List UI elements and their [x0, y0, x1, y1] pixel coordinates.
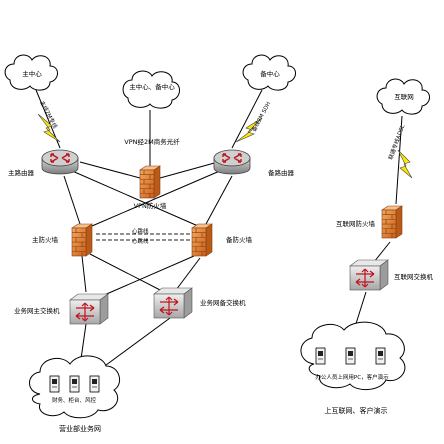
server-icon — [315, 347, 326, 365]
link-backuprouter-mainfw — [91, 169, 223, 227]
firewall-icon — [139, 165, 161, 199]
business-network-caption: 营业部业务网 — [59, 424, 101, 433]
office-network-caption: 上互联网、客户演示 — [325, 406, 388, 415]
link-backuprouter-backupfw — [205, 175, 233, 225]
link-vpnfw-backuprouter — [159, 161, 219, 179]
link-internetcloud-internetfw — [395, 115, 403, 205]
main-firewall — [71, 223, 93, 257]
cloud-icon — [376, 78, 430, 115]
server-icon — [49, 375, 60, 393]
cloud-icon — [122, 70, 180, 109]
heartbeat-label-1: 心跳线 — [132, 227, 149, 235]
vpn-link-label: VPN经2M商务光纤 — [124, 137, 180, 146]
link-backupfw-mainswitch — [101, 255, 195, 297]
lightning-bolt-icon — [37, 113, 61, 143]
internet-firewall-label: 互联网防火墙 — [336, 219, 376, 228]
main-router — [41, 149, 79, 175]
backup-firewall — [191, 223, 213, 257]
firewall-icon — [191, 223, 213, 257]
internet-switch — [349, 259, 389, 291]
heartbeat-label-2: 心跳线 — [132, 237, 149, 245]
main-switch-label: 业务网主交换机 — [14, 306, 60, 315]
link-mainrouter-mainfw — [63, 175, 81, 225]
server-icon — [375, 347, 386, 365]
cloud-main-center: 主中心 — [4, 54, 58, 91]
switch-icon — [349, 259, 389, 291]
cloud-business-network: 财务、柜台、风控 — [29, 355, 121, 419]
backup-router — [213, 149, 251, 175]
cloud-backup-center: 备中心 — [242, 54, 296, 91]
cloud-internet: 互联网 — [376, 78, 430, 115]
lightning-bolt-icon — [397, 149, 413, 179]
link-mainrouter-backupfw — [69, 169, 199, 227]
lightning-bolt-icon — [235, 117, 263, 143]
router-icon — [41, 149, 79, 175]
link-mainrouter-vpnfw — [79, 161, 141, 179]
vpn-firewall — [139, 165, 161, 199]
link-backupcloud-backuprouter — [231, 89, 263, 149]
office-pcs-label: 办公人员上网用PC，客户演示 — [315, 373, 389, 381]
backup-firewall-label: 备防火墙 — [226, 235, 253, 244]
internet-switch-label: 互联网交换机 — [394, 272, 434, 281]
cloud-internet-label: 互联网 — [394, 92, 414, 101]
server-icon — [345, 347, 356, 365]
link-mainfw-backupswitch — [89, 253, 165, 293]
cloud-main-label: 主中心 — [22, 69, 42, 78]
cloud-backup-label: 备中心 — [260, 69, 280, 78]
internet-firewall — [381, 205, 403, 239]
cloud-both-centers: 主中心、备中心 — [122, 70, 180, 109]
cloud-office-network: 办公人员上网用PC，客户演示 — [300, 321, 406, 390]
business-servers-label: 财务、柜台、风控 — [52, 396, 97, 404]
firewall-icon — [71, 223, 93, 257]
link-backupswitch-bizcloud — [101, 317, 171, 369]
switch-icon — [153, 287, 193, 319]
backup-switch-label: 业务网备交换机 — [200, 298, 246, 307]
cloud-both-label: 主中心、备中心 — [129, 82, 175, 91]
backup-router-label: 备路由器 — [268, 168, 295, 177]
backup-link-label: 备线2M SDH — [250, 100, 272, 133]
main-switch — [69, 293, 109, 325]
link-mainfw-mainswitch — [81, 255, 87, 293]
switch-icon — [69, 293, 109, 325]
link-internetfw-internetswitch — [373, 241, 391, 263]
backup-switch — [153, 287, 193, 319]
internet-link-label: 联通专线ADSL — [386, 123, 406, 161]
vpn-firewall-label: VPN防火墙 — [134, 201, 167, 210]
cloud-icon — [242, 54, 296, 91]
main-router-label: 主路由器 — [8, 168, 35, 177]
main-firewall-label: 主防火墙 — [32, 235, 59, 244]
cloud-icon — [4, 54, 58, 91]
router-icon — [213, 149, 251, 175]
server-icon — [69, 375, 80, 393]
server-icon — [89, 375, 100, 393]
link-backupfw-backupswitch — [175, 257, 201, 291]
firewall-icon — [381, 205, 403, 239]
